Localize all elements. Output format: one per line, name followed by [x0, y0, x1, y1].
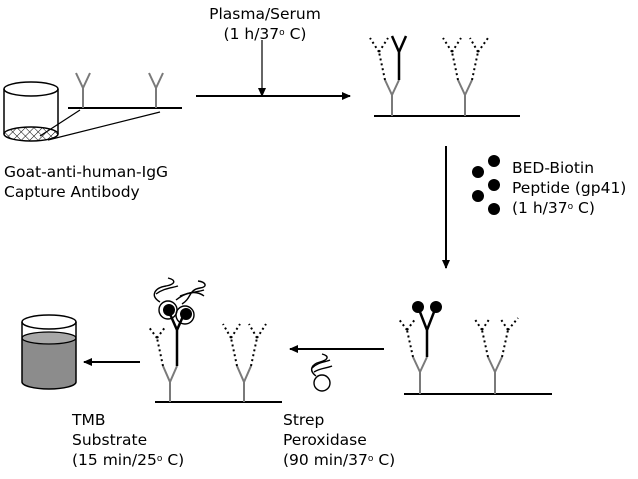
- peptide-bound-antibody-icon: [397, 301, 519, 394]
- degree-sup: o: [279, 28, 285, 38]
- plasma-serum-line2: (1 h/37o C): [195, 24, 335, 44]
- degree-sup: o: [567, 202, 574, 212]
- strep-line3: (90 min/37o C): [283, 450, 395, 470]
- tmb-time: (15 min/25: [72, 451, 157, 469]
- tmb-line3: (15 min/25o C): [72, 450, 184, 470]
- capture-antibody-label: Goat-anti-human-IgG Capture Antibody: [4, 162, 168, 202]
- strep-line2: Peroxidase: [283, 431, 367, 449]
- bed-biotin-line2: Peptide (gp41): [512, 179, 627, 197]
- strep-unit: C): [373, 451, 396, 469]
- bed-biotin-line1: BED-Biotin: [512, 159, 595, 177]
- capture-antibody-icon: [75, 72, 164, 108]
- bed-biotin-time: (1 h/37: [512, 199, 568, 217]
- strep-line1: Strep: [283, 411, 325, 429]
- strep-time: (90 min/37: [283, 451, 368, 469]
- plasma-serum-unit: C): [284, 25, 307, 43]
- degree-sup: o: [367, 454, 374, 464]
- tmb-line2: Substrate: [72, 431, 148, 449]
- strep-peroxidase-label: Strep Peroxidase (90 min/37o C): [283, 410, 395, 470]
- degree-sup: o: [156, 454, 163, 464]
- zoom-lines: [39, 109, 161, 141]
- bed-biotin-label: BED-Biotin Peptide (gp41) (1 h/37o C): [512, 158, 626, 218]
- tmb-well-icon: [21, 314, 77, 390]
- tmb-unit: C): [162, 451, 185, 469]
- enzyme-bound-antibody-icon: [147, 277, 267, 402]
- capture-line2: Capture Antibody: [4, 183, 140, 201]
- bed-biotin-unit: C): [573, 199, 595, 217]
- bound-antibody-icon: [369, 35, 489, 116]
- tmb-line1: TMB: [72, 411, 106, 429]
- strep-peroxidase-icon: [310, 353, 333, 392]
- plasma-serum-time: (1 h/37: [223, 25, 280, 43]
- capture-line1: Goat-anti-human-IgG: [4, 163, 169, 181]
- capture-well-icon: [3, 81, 59, 142]
- plasma-serum-line1: Plasma/Serum: [209, 5, 321, 23]
- tmb-substrate-label: TMB Substrate (15 min/25o C): [72, 410, 184, 470]
- bed-biotin-peptide-dots: [472, 155, 500, 215]
- bed-biotin-line3: (1 h/37o C): [512, 198, 626, 218]
- plasma-serum-label: Plasma/Serum (1 h/37o C): [195, 4, 335, 44]
